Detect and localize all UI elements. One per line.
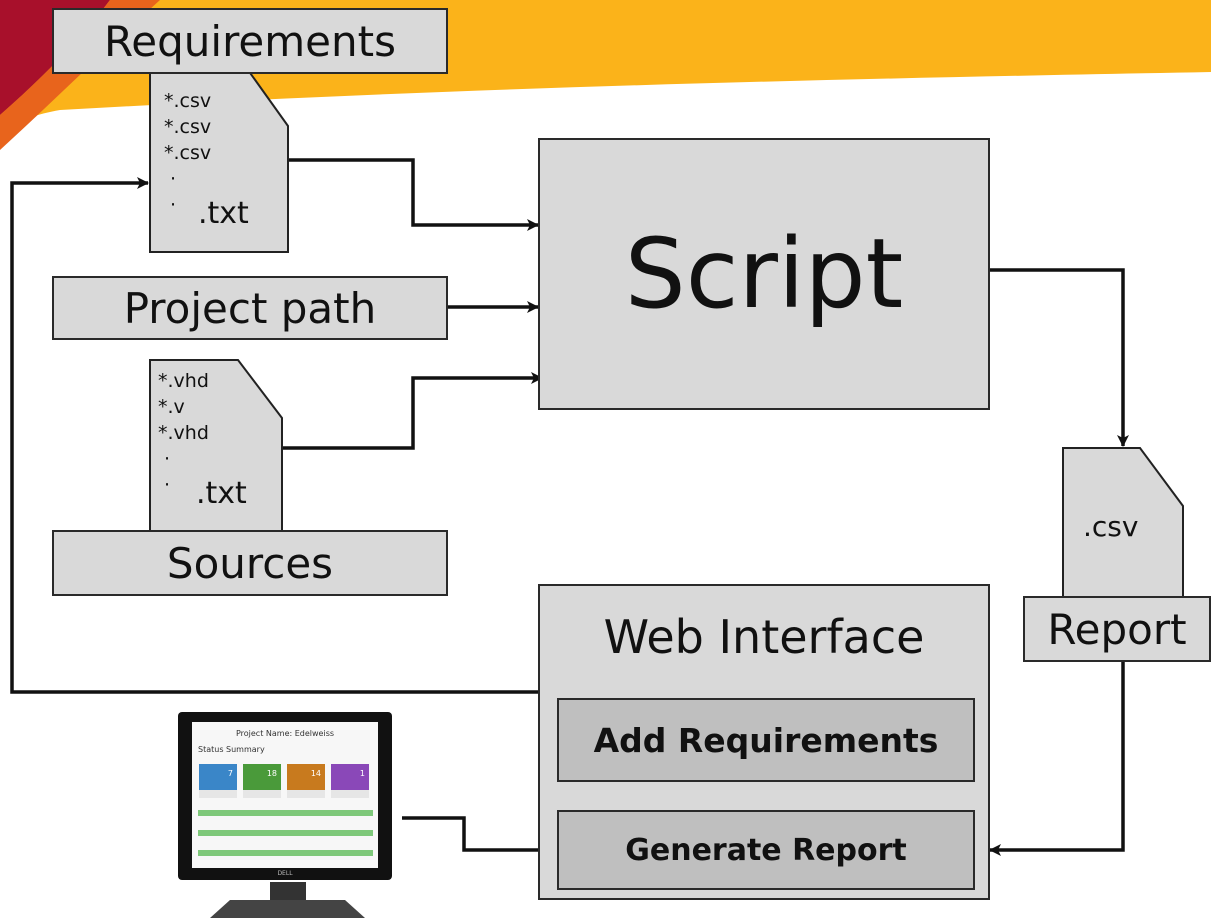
report-label-box: Report (1023, 596, 1211, 662)
status-tile-footer (199, 790, 237, 798)
monitor-status-summary: Status Summary (198, 745, 265, 754)
file-entry: · (170, 194, 177, 216)
sources-txt-ext: .txt (196, 476, 247, 511)
web-to-requirements-arrow (10, 177, 538, 694)
file-entry: *.csv (164, 142, 212, 164)
file-entry: *.vhd (158, 370, 209, 392)
requirements-label-box: Requirements (52, 8, 448, 74)
web-interface-label: Web Interface (603, 610, 925, 664)
banner-orange (0, 0, 160, 150)
status-tile-count: 18 (267, 769, 277, 778)
status-tile-count: 1 (360, 769, 365, 778)
connectors (10, 158, 1129, 856)
status-tile-footer (287, 790, 325, 798)
file-entry: · (164, 474, 171, 496)
requirements-txt-ext: .txt (198, 196, 249, 231)
status-tile-count: 7 (228, 769, 233, 778)
requirements-label: Requirements (104, 16, 396, 66)
report-label: Report (1047, 604, 1187, 654)
status-tile (287, 764, 325, 790)
report-to-generate-arrow (989, 660, 1125, 856)
status-tile (199, 764, 237, 790)
status-tile (243, 764, 281, 790)
project-path-box: Project path (52, 276, 448, 340)
status-tile-footer (243, 790, 281, 798)
progress-bar (198, 810, 373, 816)
sources-label: Sources (166, 538, 334, 588)
requirements-to-script-arrow (288, 158, 539, 231)
file-entry: · (170, 168, 177, 190)
sources-to-script-arrow (282, 372, 543, 450)
monitor-icon: DELL Project Name: Edelweiss Status Summ… (170, 704, 402, 918)
script-box: Script (538, 138, 990, 410)
file-entry: *.csv (164, 90, 212, 112)
generate-report-button[interactable]: Generate Report (557, 810, 975, 890)
file-entry: *.vhd (158, 422, 209, 444)
status-tile (331, 764, 369, 790)
file-entry: *.csv (164, 116, 212, 138)
sources-file-list: *.vhd *.v *.vhd · · (158, 368, 209, 498)
sources-label-box: Sources (52, 530, 448, 596)
script-to-report-arrow (990, 268, 1129, 447)
project-path-label: Project path (123, 283, 377, 333)
report-file-icon (1062, 447, 1184, 601)
status-tile-footer (331, 790, 369, 798)
requirements-file-list: *.csv *.csv *.csv · · (164, 88, 211, 218)
monitor-brand: DELL (277, 870, 293, 877)
sources-file-icon (149, 359, 283, 539)
add-requirements-label: Add Requirements (593, 720, 939, 760)
file-entry: *.v (158, 396, 185, 418)
generate-to-monitor-arrow (383, 812, 558, 852)
status-tile-count: 14 (311, 769, 321, 778)
progress-bar (198, 850, 373, 856)
file-entry: · (164, 448, 171, 470)
report-csv-ext: .csv (1083, 510, 1139, 543)
monitor-project-name: Project Name: Edelweiss (236, 729, 334, 738)
monitor-tiles: 7 18 14 1 (199, 764, 369, 798)
generate-report-label: Generate Report (625, 832, 907, 868)
progress-bar (198, 830, 373, 836)
script-label: Script (624, 218, 904, 330)
add-requirements-button[interactable]: Add Requirements (557, 698, 975, 782)
